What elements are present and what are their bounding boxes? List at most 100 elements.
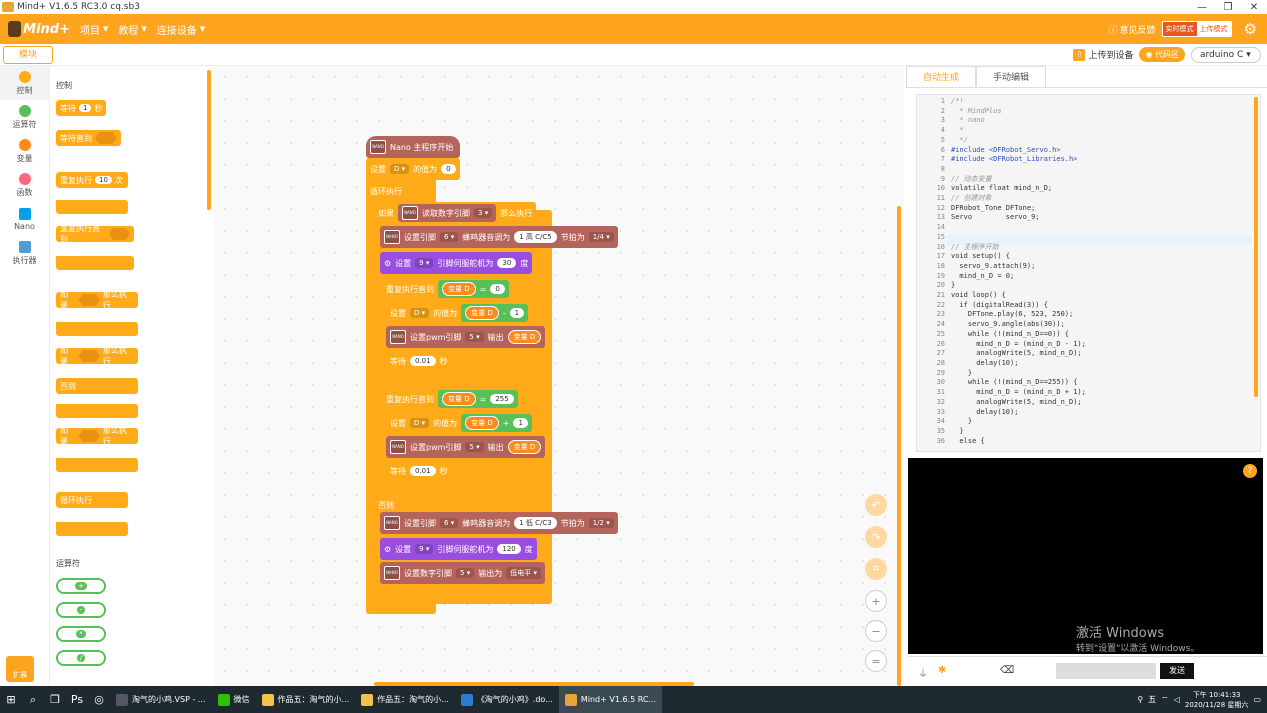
- send-button[interactable]: 发送: [1160, 663, 1194, 679]
- angle-input[interactable]: 120: [497, 544, 521, 554]
- pin-dropdown[interactable]: 6 ▾: [440, 518, 459, 528]
- taskbar-app-word[interactable]: 《淘气的小鸡》.do...: [455, 686, 559, 713]
- serial-monitor[interactable]: ? 激活 Windows 转到"设置"以激活 Windows。: [908, 458, 1263, 654]
- person-icon[interactable]: ⚲: [1137, 695, 1144, 704]
- category-functions[interactable]: 函数: [0, 168, 49, 202]
- palette-repeat-until-block[interactable]: 重复执行直到: [56, 224, 134, 244]
- variable-dropdown[interactable]: D ▾: [390, 164, 410, 174]
- forever-block[interactable]: 循环执行: [366, 180, 406, 202]
- pin-dropdown[interactable]: 9 ▾: [415, 544, 434, 554]
- palette-multiply-block[interactable]: *: [56, 626, 106, 642]
- volume-icon[interactable]: ◁: [1173, 695, 1180, 704]
- workspace-hscroll[interactable]: [374, 682, 694, 686]
- pin-dropdown[interactable]: 5 ▾: [465, 332, 484, 342]
- cleanup-icon[interactable]: ⌗: [865, 558, 887, 580]
- variable-reporter[interactable]: 变量 D: [465, 416, 499, 430]
- pin-dropdown[interactable]: 9 ▾: [415, 258, 434, 268]
- tab-manual-edit[interactable]: 手动编辑: [976, 66, 1047, 87]
- extension-button[interactable]: 扩展: [6, 656, 34, 682]
- help-icon[interactable]: ?: [1243, 464, 1257, 478]
- module-tab[interactable]: 模块: [3, 45, 53, 64]
- gear-icon[interactable]: ⚙: [1243, 20, 1257, 38]
- beat-dropdown[interactable]: 1/2 ▾: [588, 518, 614, 528]
- palette-wait-until-block[interactable]: 等待直到: [56, 130, 121, 146]
- category-operators[interactable]: 运算符: [0, 100, 49, 134]
- palette-forever-block[interactable]: 循环执行: [56, 492, 128, 508]
- mode-switch[interactable]: 实时模式 上传模式: [1161, 21, 1232, 37]
- close-button[interactable]: ✕: [1249, 1, 1259, 13]
- clear-icon[interactable]: ⌫: [1000, 665, 1015, 676]
- taskbar-app-wechat[interactable]: 微信: [212, 686, 256, 713]
- tone-dropdown[interactable]: 1 低 C/C3: [514, 517, 557, 529]
- angle-input[interactable]: 30: [497, 258, 517, 268]
- variable-dropdown[interactable]: D ▾: [410, 418, 430, 428]
- palette-divide-block[interactable]: /: [56, 650, 106, 666]
- wait-input[interactable]: 0.01: [410, 466, 436, 476]
- category-actuators[interactable]: 执行器: [0, 236, 49, 270]
- taskbar-app-folder-1[interactable]: 作品五：淘气的小...: [256, 686, 356, 713]
- equals-block[interactable]: 变量 D=255: [438, 390, 518, 408]
- menu-project[interactable]: 项目▼: [80, 22, 108, 37]
- variable-reporter[interactable]: 变量 D: [442, 282, 476, 296]
- code-text[interactable]: /*! * MindPlus * nano * */#include <DFRo…: [951, 97, 1086, 446]
- pin-dropdown[interactable]: 5 ▾: [465, 442, 484, 452]
- palette-scrollbar[interactable]: [207, 70, 211, 210]
- palette-if-block[interactable]: 如果那么执行: [56, 290, 138, 310]
- variable-reporter[interactable]: 变量 D: [465, 306, 499, 320]
- auto-scroll-icon[interactable]: ✱: [938, 665, 947, 676]
- wait-input[interactable]: 0.01: [410, 356, 436, 366]
- taskbar-app-folder-2[interactable]: 作品五：淘气的小...: [355, 686, 455, 713]
- code-area-button[interactable]: ◉ 代码区: [1139, 47, 1185, 62]
- palette-if-else-block[interactable]: 如果那么执行: [56, 346, 138, 366]
- level-dropdown[interactable]: 低电平 ▾: [506, 567, 541, 579]
- tab-auto-generate[interactable]: 自动生成: [906, 66, 977, 87]
- block-input[interactable]: 10: [95, 176, 112, 184]
- notification-icon[interactable]: ▭: [1253, 695, 1261, 704]
- variable-reporter[interactable]: 变量 D: [507, 440, 542, 454]
- palette-subtract-block[interactable]: -: [56, 602, 106, 618]
- task-view-icon[interactable]: ❒: [50, 693, 60, 706]
- block-input[interactable]: 1: [79, 104, 92, 112]
- photoshop-icon[interactable]: Ps: [70, 693, 84, 706]
- ime-indicator[interactable]: 五: [1148, 695, 1157, 704]
- beat-dropdown[interactable]: 1/4 ▾: [588, 232, 614, 242]
- board-select[interactable]: arduino C ▾: [1191, 46, 1261, 63]
- menu-connect[interactable]: 连接设备▼: [157, 22, 205, 37]
- browser-icon[interactable]: ◎: [94, 693, 104, 706]
- pin-dropdown[interactable]: 6 ▾: [440, 232, 459, 242]
- tone-dropdown[interactable]: 1 高 C/C5: [514, 231, 557, 243]
- network-icon[interactable]: ⌔: [1161, 694, 1169, 704]
- equals-block[interactable]: 变量 D=0: [438, 280, 509, 298]
- repeat-until-block-1[interactable]: 重复执行直到变量 D=0: [382, 278, 513, 300]
- value-input[interactable]: 0: [490, 284, 505, 294]
- menu-tutorial[interactable]: 教程▼: [118, 22, 146, 37]
- category-control[interactable]: 控制: [0, 66, 49, 100]
- taskbar-app-mindplus[interactable]: Mind+ V1.6.5 RC...: [558, 686, 663, 713]
- value-input[interactable]: 0: [441, 164, 456, 174]
- value-input[interactable]: 1: [513, 418, 528, 428]
- category-nano[interactable]: Nano: [0, 202, 49, 236]
- search-icon[interactable]: ⌕: [29, 692, 37, 706]
- palette-add-block[interactable]: +: [56, 578, 106, 594]
- taskbar-app-vsp[interactable]: 淘气的小鸡.VSP - ...: [110, 686, 212, 713]
- windows-start-icon[interactable]: ⊞: [6, 693, 16, 706]
- upload-button[interactable]: ⇧上传到设备: [1073, 48, 1133, 61]
- undo-icon[interactable]: ↶: [865, 494, 887, 516]
- variable-reporter[interactable]: 变量 D: [442, 392, 476, 406]
- subtract-block[interactable]: 变量 D-1: [461, 304, 529, 322]
